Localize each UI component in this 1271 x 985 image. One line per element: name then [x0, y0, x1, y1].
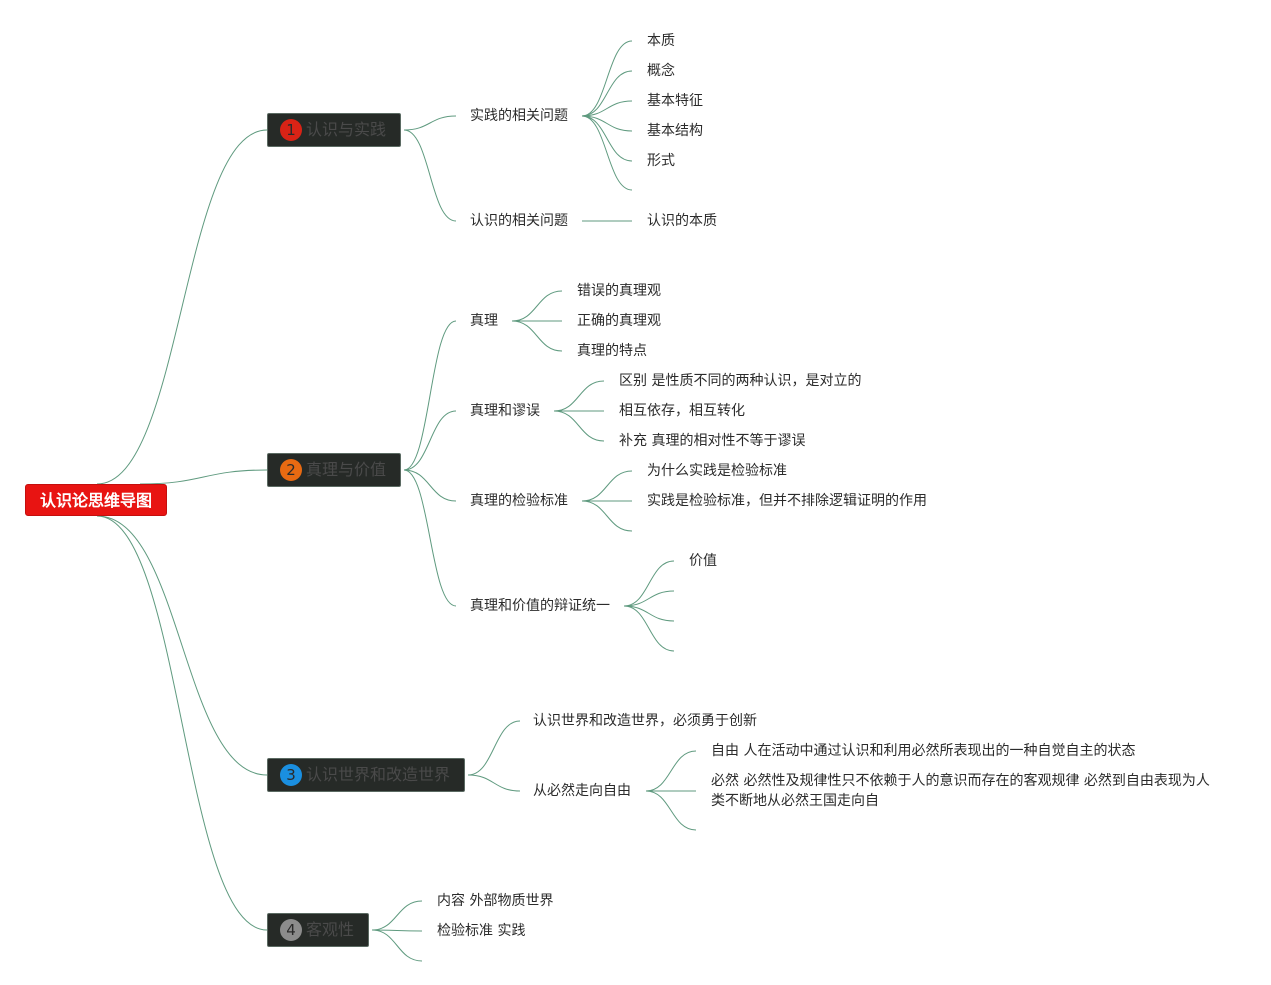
link-unity-child-1 [623, 590, 675, 607]
link-root-branch-2 [139, 469, 268, 485]
branch-2-label: 真理与价值 [306, 460, 387, 479]
link-criterion-child-2 [581, 500, 633, 532]
branch-4-node[interactable]: 4 客观性 [267, 913, 370, 947]
badge-2: 2 [280, 459, 302, 481]
link-unity-child-0 [623, 560, 675, 607]
link-practice-child-1 [581, 70, 633, 117]
branch-1-node[interactable]: 1 认识与实践 [267, 113, 402, 147]
link-root-branch-4 [96, 515, 268, 931]
leaf-difference[interactable]: 区别 是性质不同的两种认识，是对立的 [619, 373, 862, 389]
link-b3-freedom [467, 774, 521, 792]
leaf-form[interactable]: 形式 [647, 153, 675, 169]
link-b2-truth [403, 320, 457, 471]
leaf-necessity[interactable]: 必然 必然性及规律性只不依赖于人的意识而存在的客观规律 必然到自由表现为人类不断… [711, 773, 1210, 809]
link-truth-error-child-2 [553, 410, 605, 442]
link-freedom-child-2 [645, 790, 697, 831]
link-practice-child-0 [581, 40, 633, 117]
leaf-cognition-essence[interactable]: 认识的本质 [647, 213, 717, 229]
topic-truth-criterion[interactable]: 真理的检验标准 [470, 493, 568, 509]
link-unity-child-3 [623, 605, 675, 652]
link-criterion-child-0 [581, 470, 633, 502]
link-practice-child-3 [581, 115, 633, 132]
link-b1-cognition [403, 129, 457, 222]
leaf-correct-truth-view[interactable]: 正确的真理观 [577, 313, 661, 329]
badge-4: 4 [280, 919, 302, 941]
topic-truth-value-unity[interactable]: 真理和价值的辩证统一 [470, 598, 610, 614]
topic-innovation[interactable]: 认识世界和改造世界，必须勇于创新 [533, 713, 757, 729]
root-label: 认识论思维导图 [40, 491, 153, 510]
topic-practice-issues[interactable]: 实践的相关问题 [470, 108, 568, 124]
link-practice-child-4 [581, 115, 633, 162]
link-truth-child-2 [511, 320, 563, 352]
leaf-basic-structure[interactable]: 基本结构 [647, 123, 703, 139]
leaf-concept[interactable]: 概念 [647, 63, 675, 79]
link-practice-child-2 [581, 100, 633, 117]
link-root-branch-3 [96, 515, 268, 776]
link-b4-child-0 [371, 900, 423, 931]
branch-2-node[interactable]: 2 真理与价值 [267, 453, 402, 487]
link-b4-child-2 [371, 929, 423, 962]
leaf-essence[interactable]: 本质 [647, 33, 675, 49]
link-b1-practice [403, 115, 457, 131]
link-b2-criterion [403, 469, 457, 502]
topic-content[interactable]: 内容 外部物质世界 [437, 893, 554, 909]
link-truth-child-0 [511, 290, 563, 322]
badge-1: 1 [280, 119, 302, 141]
link-truth-error-child-0 [553, 380, 605, 412]
link-unity-child-2 [623, 605, 675, 622]
link-root-branch-1 [96, 129, 268, 485]
leaf-basic-features[interactable]: 基本特征 [647, 93, 703, 109]
topic-necessity-to-freedom[interactable]: 从必然走向自由 [533, 783, 631, 799]
leaf-freedom[interactable]: 自由 人在活动中通过认识和利用必然所表现出的一种自觉自主的状态 [711, 743, 1136, 759]
leaf-interdependence[interactable]: 相互依存，相互转化 [619, 403, 745, 419]
leaf-wrong-truth-view[interactable]: 错误的真理观 [577, 283, 661, 299]
leaf-value[interactable]: 价值 [689, 553, 717, 569]
link-practice-child-5 [581, 115, 633, 191]
branch-3-node[interactable]: 3 认识世界和改造世界 [267, 758, 466, 792]
leaf-why-practice[interactable]: 为什么实践是检验标准 [647, 463, 787, 479]
link-b4-child-1 [371, 929, 423, 932]
leaf-truth-features[interactable]: 真理的特点 [577, 343, 647, 359]
topic-cognition-issues[interactable]: 认识的相关问题 [470, 213, 568, 229]
branch-4-label: 客观性 [306, 920, 355, 939]
badge-3: 3 [280, 764, 302, 786]
leaf-practice-and-logic[interactable]: 实践是检验标准，但并不排除逻辑证明的作用 [647, 493, 927, 509]
topic-criterion-practice[interactable]: 检验标准 实践 [437, 923, 526, 939]
link-b3-innovation [467, 720, 521, 776]
link-freedom-child-0 [645, 750, 697, 792]
branch-3-label: 认识世界和改造世界 [306, 765, 451, 784]
root-node[interactable]: 认识论思维导图 [25, 484, 168, 516]
link-b2-truth-error [403, 410, 457, 471]
leaf-supplement[interactable]: 补充 真理的相对性不等于谬误 [619, 433, 806, 449]
topic-truth[interactable]: 真理 [470, 313, 498, 329]
link-b2-unity [403, 469, 457, 607]
branch-1-label: 认识与实践 [306, 120, 387, 139]
topic-truth-and-error[interactable]: 真理和谬误 [470, 403, 540, 419]
